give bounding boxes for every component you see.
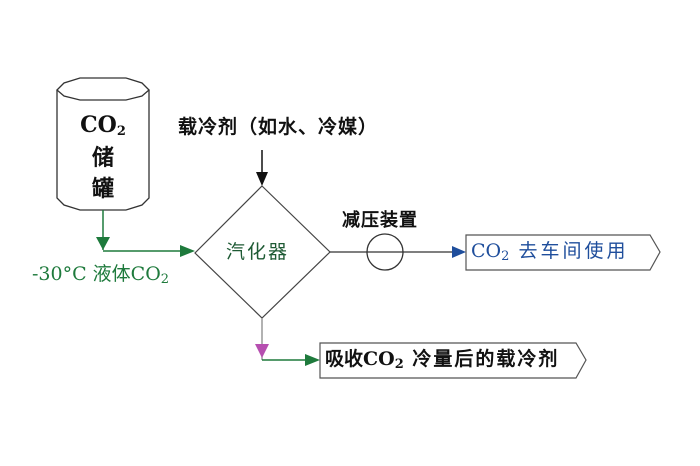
vaporizer-label: 汽化器 xyxy=(226,241,290,263)
coolant-input-arrow xyxy=(256,172,268,186)
coolant-output-arrow-right xyxy=(305,354,320,366)
liquid-co2-arrow-right xyxy=(180,245,195,257)
liquid-co2-label: -30°C 液体CO2 xyxy=(32,263,170,287)
storage-tank-label-line2: 储 xyxy=(91,145,114,171)
output-workshop-shape xyxy=(465,234,661,271)
co2-gas-arrow xyxy=(452,246,466,258)
coolant-input-label: 载冷剂（如水、冷媒） xyxy=(178,116,379,138)
output-coolant-label: 吸收CO2 冷量后的载冷剂 xyxy=(325,348,560,372)
storage-tank-shape xyxy=(56,77,150,211)
liquid-co2-arrow-down xyxy=(96,237,110,250)
pressure-reducer-label: 减压装置 xyxy=(342,210,418,231)
storage-tank-label-co2: CO2 xyxy=(80,112,126,139)
output-coolant-shape xyxy=(319,342,587,379)
pressure-reducer-valve xyxy=(366,233,404,271)
output-workshop-label: CO2 去车间使用 xyxy=(471,240,629,264)
storage-tank-label-line3: 罐 xyxy=(91,176,114,202)
coolant-output-arrow-down xyxy=(255,344,269,358)
